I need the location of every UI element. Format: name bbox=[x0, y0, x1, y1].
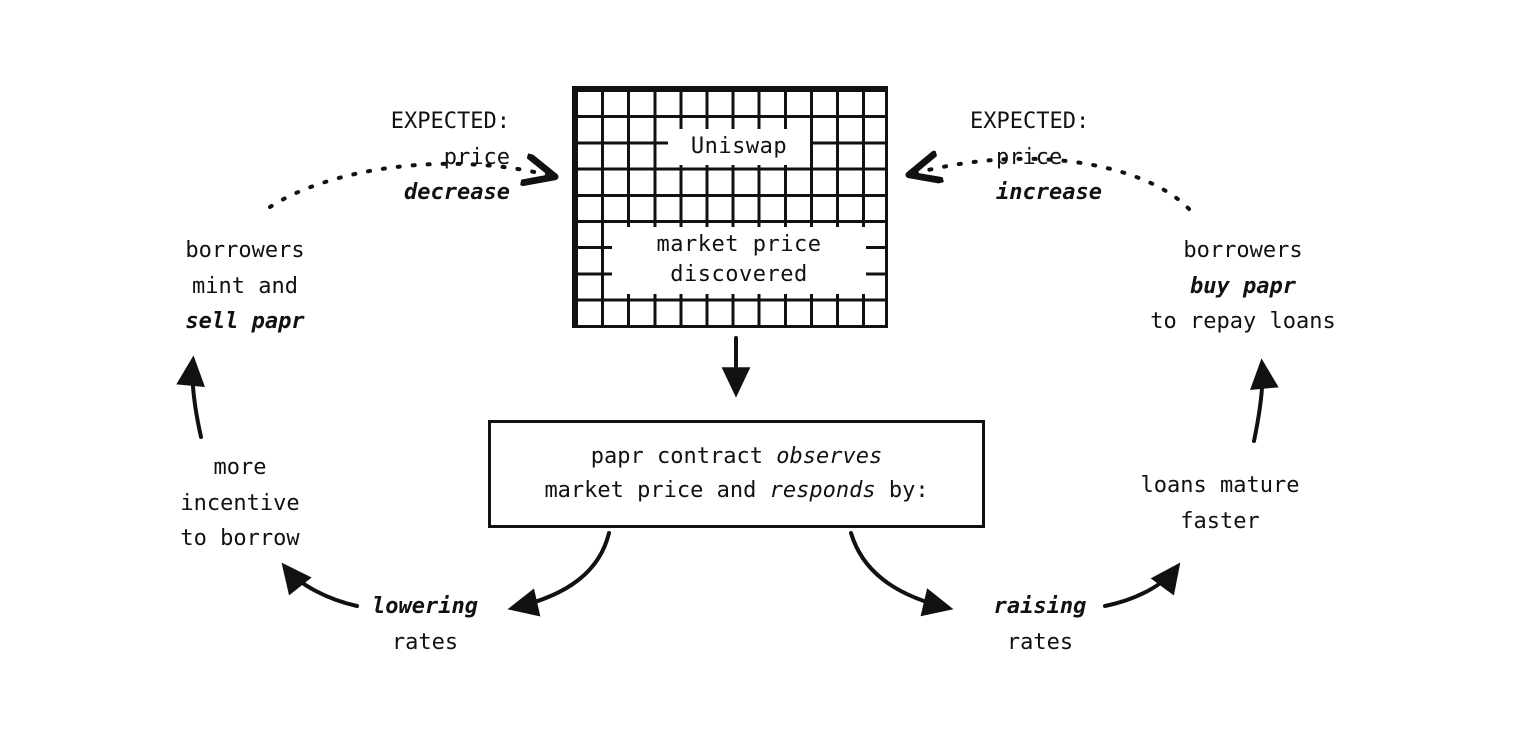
left-response-emphasis: lowering bbox=[372, 594, 478, 619]
right-actor-block: borrowers buy papr to repay loans bbox=[1118, 233, 1368, 340]
contract-line-2-plain-b: by: bbox=[875, 478, 929, 503]
left-actor-emphasis: sell papr bbox=[185, 309, 305, 335]
left-actor-line-2: mint and bbox=[192, 273, 298, 299]
right-actor-line-1: borrowers bbox=[1183, 238, 1303, 263]
left-effect-line-3: to borrow bbox=[180, 526, 300, 552]
connector-loans-to-borrowers bbox=[1250, 358, 1279, 443]
right-response-block: raising rates bbox=[945, 589, 1135, 660]
right-expected-word: price bbox=[996, 144, 1063, 170]
contract-line-1: papr contract observes bbox=[591, 440, 882, 474]
connector-contract-to-raising bbox=[849, 531, 954, 617]
left-effect-line-1: more bbox=[213, 455, 267, 480]
left-actor-line-1: borrowers bbox=[185, 238, 305, 263]
left-actor-block: borrowers mint and sell papr bbox=[120, 233, 370, 340]
left-expected-word: price bbox=[443, 144, 510, 170]
right-actor-emphasis: buy papr bbox=[1190, 273, 1296, 299]
market-price-line-2: discovered bbox=[670, 262, 808, 288]
papr-contract-box: papr contract observes market price and … bbox=[488, 420, 985, 528]
right-effect-line-1: loans mature bbox=[1140, 473, 1300, 498]
uniswap-label-text: Uniswap bbox=[690, 134, 788, 159]
contract-line-2: market price and responds by: bbox=[544, 474, 928, 508]
left-response-block: lowering rates bbox=[330, 589, 520, 660]
right-expected-block: EXPECTED: price increase bbox=[970, 104, 1180, 211]
left-effect-block: more incentive to borrow bbox=[140, 450, 340, 557]
left-response-word: rates bbox=[391, 629, 459, 655]
uniswap-label: Uniswap bbox=[668, 129, 810, 166]
contract-line-2-emphasis: responds bbox=[769, 478, 876, 503]
market-price-line-1: market price bbox=[656, 232, 822, 257]
connector-contract-to-lowering bbox=[507, 531, 611, 617]
left-effect-line-2: incentive bbox=[180, 490, 300, 516]
market-price-label: market price discovered bbox=[612, 227, 866, 294]
contract-line-1-plain: papr contract bbox=[590, 443, 777, 469]
left-expected-block: EXPECTED: price decrease bbox=[300, 104, 510, 211]
contract-line-1-emphasis: observes bbox=[776, 443, 883, 469]
contract-line-2-plain-a: market price and bbox=[544, 478, 770, 503]
right-actor-line-3: to repay loans bbox=[1150, 309, 1336, 335]
left-expected-emphasis: decrease bbox=[404, 180, 510, 206]
right-effect-line-2: faster bbox=[1180, 508, 1260, 534]
right-expected-label: EXPECTED: bbox=[970, 109, 1090, 134]
right-response-word: rates bbox=[1006, 629, 1074, 655]
connector-incentive-to-borrowers bbox=[176, 355, 205, 439]
left-expected-label: EXPECTED: bbox=[390, 109, 510, 134]
right-effect-block: loans mature faster bbox=[1120, 468, 1320, 539]
right-expected-emphasis: increase bbox=[996, 180, 1102, 206]
right-response-emphasis: raising bbox=[993, 594, 1087, 619]
